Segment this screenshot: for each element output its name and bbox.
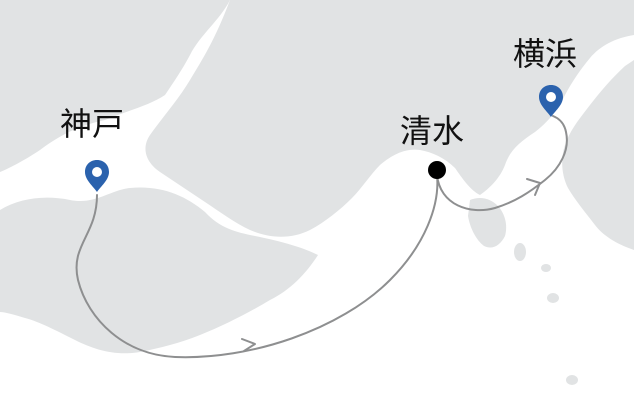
landmass-kanto xyxy=(562,60,634,250)
pin-hole xyxy=(546,92,556,102)
place-label-shimizu: 清水 xyxy=(400,112,465,150)
route-line xyxy=(75,115,568,359)
pin-icon[interactable] xyxy=(539,85,563,117)
pin-hole xyxy=(92,167,102,177)
landmass-central-honshu xyxy=(145,0,634,237)
stopover-dot[interactable] xyxy=(428,161,446,179)
landmass-west xyxy=(0,0,230,172)
island-a xyxy=(12,209,48,227)
island-d xyxy=(547,293,559,303)
place-label-kobe: 神戸 xyxy=(60,105,125,143)
land-masses xyxy=(0,0,634,385)
island-e xyxy=(566,375,578,385)
island-c xyxy=(541,264,551,272)
landmass-kansai xyxy=(0,187,318,354)
route-leg-kobe-shimizu xyxy=(75,174,439,359)
route-leg-shimizu-yokohama xyxy=(436,115,568,212)
pin-icon[interactable] xyxy=(85,160,109,192)
route-arrowhead-1 xyxy=(241,338,256,352)
island-b xyxy=(514,243,526,261)
place-label-yokohama: 横浜 xyxy=(513,35,578,73)
route-arrowhead-2 xyxy=(526,178,541,196)
